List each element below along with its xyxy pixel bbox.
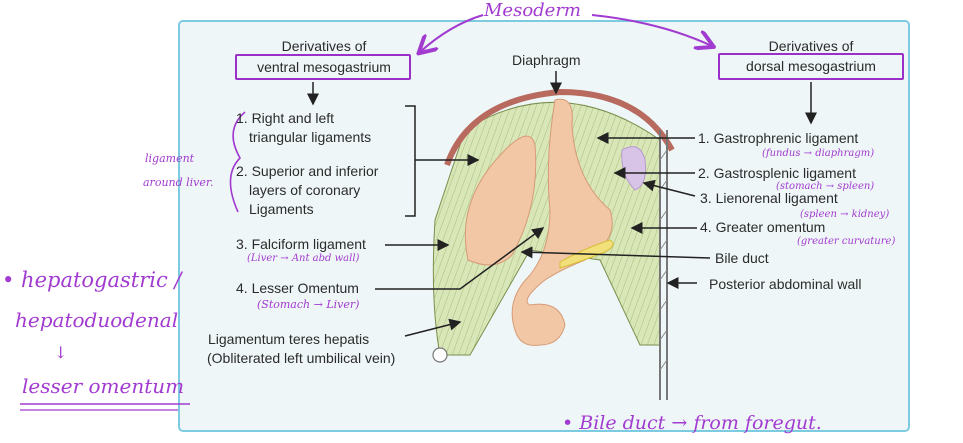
- mesentery-region: [432, 101, 661, 356]
- left-item2-line3: Ligaments: [249, 201, 314, 217]
- note-greater: (greater curvature): [797, 236, 896, 247]
- bile-duct-label: Bile duct: [715, 250, 769, 266]
- left-item1-line1: 1. Right and left: [236, 110, 335, 126]
- left-item1-line2: triangular ligaments: [249, 129, 372, 145]
- ventral-header-line2: ventral mesogastrium: [257, 59, 391, 75]
- dorsal-header-box: [718, 53, 904, 80]
- note-gastrosplenic: (stomach → spleen): [776, 181, 875, 192]
- right-item4: 4. Greater omentum: [700, 219, 826, 235]
- right-item1: 1. Gastrophrenic ligament: [698, 130, 859, 146]
- ventral-header-box: [235, 54, 411, 80]
- side-note-1: • hepatogastric /: [2, 268, 182, 292]
- left-item2-line1: 2. Superior and inferior: [236, 163, 379, 179]
- note-lienorenal: (spleen → kidney): [800, 209, 890, 220]
- note-ligament-liver-2: around liver.: [143, 176, 214, 189]
- left-item3: 3. Falciform ligament: [236, 236, 366, 252]
- note-ligament-liver-1: ligament: [145, 152, 195, 165]
- dorsal-header-line2: dorsal mesogastrium: [746, 58, 876, 74]
- side-note-3: lesser omentum: [22, 374, 185, 398]
- left-item5-line1: Ligamentum teres hepatis: [208, 331, 370, 347]
- liver: [464, 135, 537, 266]
- side-note-2: hepatoduodenal: [15, 308, 179, 332]
- posterior-wall-label: Posterior abdominal wall: [709, 276, 862, 292]
- mesoderm-heading: Mesoderm: [484, 0, 582, 21]
- side-note-arrow: ↓: [54, 343, 68, 362]
- left-item2-line2: layers of coronary: [249, 182, 361, 198]
- left-item5-line2: (Obliterated left umbilical vein): [207, 350, 396, 366]
- dorsal-header-line1: Derivatives of: [768, 38, 854, 54]
- left-item4: 4. Lesser Omentum: [236, 280, 359, 296]
- right-item3: 3. Lienorenal ligament: [700, 190, 838, 206]
- diaphragm-label: Diaphragm: [512, 52, 581, 68]
- bottom-note: • Bile duct → from foregut.: [562, 412, 822, 434]
- ventral-header-line1: Derivatives of: [281, 38, 367, 54]
- note-gastrophrenic: (fundus → diaphragm): [762, 148, 875, 159]
- umbilical-vein: [432, 347, 448, 363]
- right-item2: 2. Gastrosplenic ligament: [698, 165, 856, 181]
- note-falciform: (Liver → Ant abd wall): [247, 253, 360, 264]
- note-lesser: (Stomach → Liver): [257, 298, 360, 311]
- posterior-abdominal-wall: [659, 130, 668, 400]
